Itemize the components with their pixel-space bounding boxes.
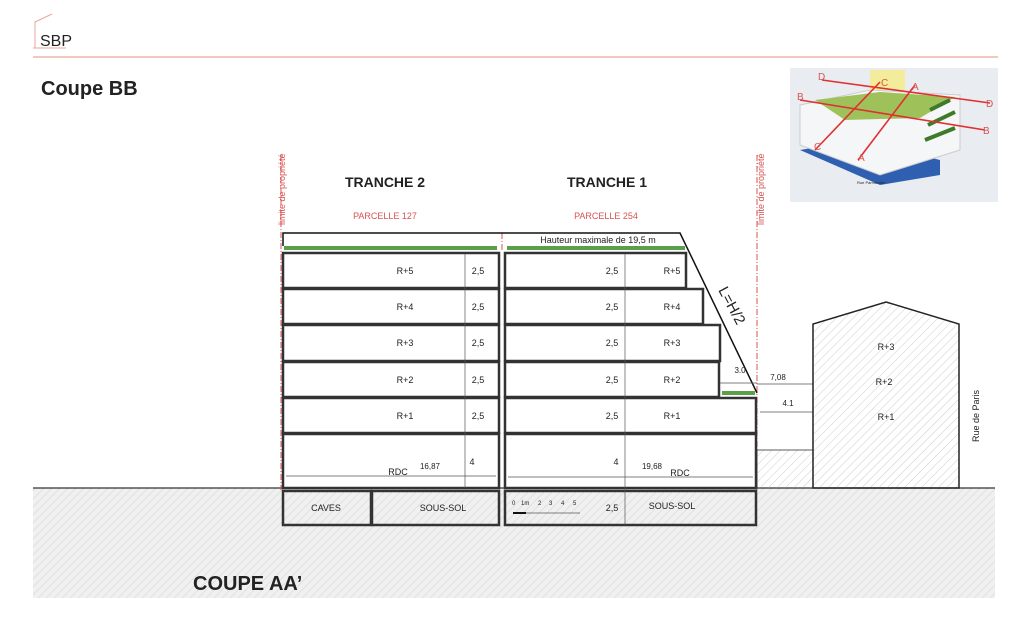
neighbor-floor-label: R+1 [878, 412, 895, 422]
ground [33, 488, 995, 598]
basement-height: 2,5 [606, 503, 619, 513]
tranche-2-title: TRANCHE 2 [345, 174, 425, 190]
green-roof-t1 [507, 246, 685, 250]
cut-label: A [858, 153, 865, 164]
property-limit-lines [280, 155, 758, 490]
max-height-envelope [282, 232, 758, 394]
floor-label: R+3 [397, 338, 414, 348]
floor-height: 2,5 [472, 375, 485, 385]
floor-label: R+5 [397, 266, 414, 276]
rdc-width: 19,68 [642, 462, 663, 471]
tranche-1-title: TRANCHE 1 [567, 174, 647, 190]
neighbor-low-wall [756, 449, 814, 489]
logo-text: SBP [40, 33, 72, 50]
cut-label: A [912, 82, 919, 93]
rdc-height: 4 [613, 457, 618, 467]
floor-height: 2,5 [606, 302, 619, 312]
floor-height: 2,5 [606, 411, 619, 421]
green-roof-t2 [284, 246, 497, 250]
cut-label: B [983, 126, 990, 137]
floor-label: R+3 [664, 338, 681, 348]
scale-tick: 3 [549, 501, 553, 507]
floor-label: R+2 [664, 375, 681, 385]
parcel-254: PARCELLE 254 [574, 211, 638, 221]
rdc-width: 16,87 [420, 462, 441, 471]
tranche-1-labels: R+5 R+4 R+3 R+2 R+1 2,5 2,5 2,5 2,5 2,5 … [606, 266, 794, 513]
rdc-height: 4 [469, 457, 474, 467]
rdc-label: RDC [388, 467, 408, 477]
max-height-label: Hauteur maximale de 19,5 m [540, 235, 656, 245]
scale-tick: 5 [573, 501, 577, 507]
floor-height: 2,5 [472, 302, 485, 312]
rdc-label: RDC [670, 468, 690, 478]
tranche-1-slabs [503, 251, 758, 527]
upper-setback: 7,08 [770, 373, 786, 382]
floor-label: R+4 [397, 302, 414, 312]
floor-height: 2,5 [606, 375, 619, 385]
scale-bar: 0 1m 2 3 4 5 [512, 501, 580, 514]
cut-label: B [797, 92, 804, 103]
floor-label: R+4 [664, 302, 681, 312]
floor-label: R+1 [397, 411, 414, 421]
floor-label: R+2 [397, 375, 414, 385]
cut-label: C [881, 78, 888, 89]
scale-tick: 2 [538, 501, 542, 507]
tranche-2-slabs [281, 251, 501, 527]
floor-height: 2,5 [472, 411, 485, 421]
terrace-setback: 3.0 [734, 366, 746, 375]
floor-height: 2,5 [606, 338, 619, 348]
logo: SBP [33, 13, 72, 50]
floor-height: 2,5 [606, 266, 619, 276]
neighbor-building [812, 301, 960, 489]
neighbor-floor-label: R+2 [876, 377, 893, 387]
thumbnail-street-label: Rue Parmentier [857, 180, 886, 185]
cut-label: D [986, 99, 993, 110]
height-dimension-lines [286, 254, 813, 525]
cut-label: D [818, 72, 825, 83]
sous-sol-label: SOUS-SOL [649, 501, 696, 511]
scale-tick: 0 [512, 501, 516, 507]
neighbor-floor-label: R+3 [878, 342, 895, 352]
slope-rule-label: L=H/2 [714, 284, 748, 328]
cut-label: C [814, 142, 821, 153]
floor-label: R+5 [664, 266, 681, 276]
floor-height: 2,5 [472, 266, 485, 276]
green-terrace [722, 391, 755, 395]
scale-tick: 1m [521, 501, 529, 507]
property-limit-label-left: limite de propriété [277, 153, 287, 225]
neighbor-labels: R+3 R+2 R+1 [876, 342, 895, 422]
section-title-aa: COUPE AA’ [193, 573, 302, 595]
tranche-2-labels: R+5 R+4 R+3 R+2 R+1 2,5 2,5 2,5 2,5 2,5 … [311, 266, 484, 513]
floor-height: 2,5 [472, 338, 485, 348]
thumbnail-3d-view: A A B B C C D D Rue Parmentier [790, 68, 998, 202]
scale-tick: 4 [561, 501, 565, 507]
parcel-127: PARCELLE 127 [353, 211, 417, 221]
caves-label: CAVES [311, 503, 341, 513]
street-label: Rue de Paris [971, 389, 981, 442]
page-title: Coupe BB [41, 78, 138, 100]
lower-setback: 4.1 [782, 399, 794, 408]
floor-label: R+1 [664, 411, 681, 421]
property-limit-label-right: limite de propriété [756, 153, 766, 225]
sous-sol-label: SOUS-SOL [420, 503, 467, 513]
